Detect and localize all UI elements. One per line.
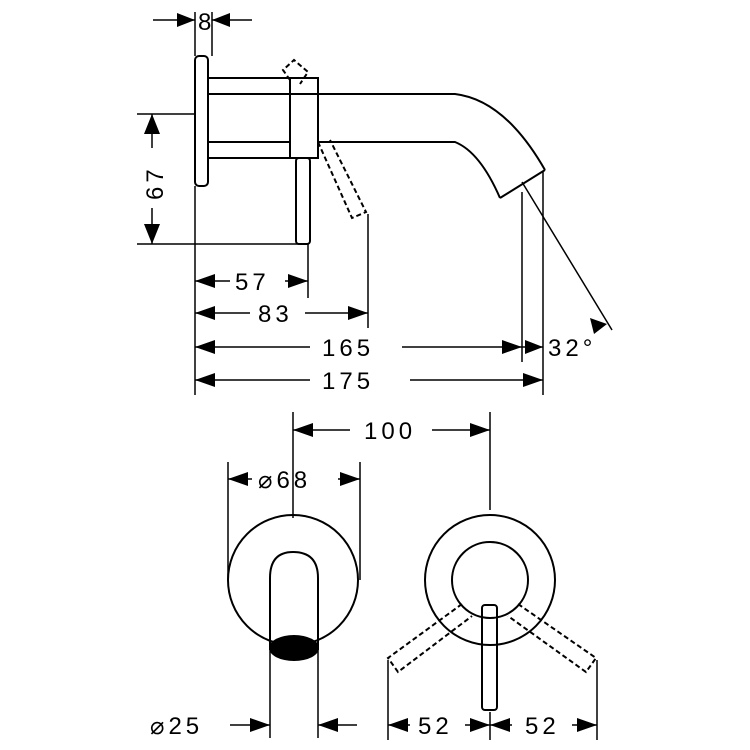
dim-spout-reach-total: 175	[195, 368, 543, 395]
dim-lever-offset-label: 57	[235, 269, 270, 296]
dim-rosette-depth: 8	[153, 9, 252, 56]
side-extension-lines	[194, 172, 613, 395]
front-view-spout	[227, 514, 359, 738]
lever-diagonal-dashed	[317, 139, 368, 220]
spout-front-body	[269, 550, 319, 650]
mixer-rosette	[424, 514, 556, 646]
dim-lever-offset: 57	[195, 269, 308, 296]
dim-spout-reach-inner: 165	[195, 335, 522, 362]
dim-rosette-diameter: ⌀68	[227, 462, 361, 580]
lever-down	[295, 157, 311, 245]
dim-height: 67	[137, 113, 300, 245]
dim-center-distance: 100	[292, 412, 491, 518]
lever-center	[481, 604, 498, 711]
dim-spout-reach-total-label: 175	[322, 368, 374, 395]
dim-rosette-diameter-label: ⌀68	[258, 467, 311, 494]
spout-rosette	[227, 514, 359, 646]
dim-lever-reach: 83	[195, 301, 368, 328]
dim-spout-diameter: ⌀25	[150, 713, 357, 740]
dim-center-distance-label: 100	[364, 418, 416, 445]
dim-spout-reach-inner-label: 165	[322, 335, 374, 362]
dim-height-label: 67	[142, 165, 169, 200]
dim-spout-angle: 32°	[522, 318, 607, 362]
spout-top-edge	[208, 93, 546, 171]
dim-lever-swing-right: 52	[490, 713, 597, 740]
dim-spout-diameter-label: ⌀25	[150, 713, 203, 740]
dim-rosette-depth-label: 8	[198, 9, 215, 36]
front-view-mixer	[386, 514, 598, 740]
dim-lever-swing-left: 52	[388, 713, 490, 740]
lever-left-dashed	[386, 603, 473, 674]
mixer-housing	[289, 77, 319, 159]
spout-outlet-aerator	[269, 635, 319, 661]
lever-up-dashed	[281, 58, 310, 85]
side-view	[194, 55, 546, 245]
spout-bottom-edge	[318, 141, 501, 199]
dim-lever-swing-right-label: 52	[525, 713, 560, 740]
wall-rosette-plate	[194, 55, 209, 187]
lever-right-dashed	[507, 603, 598, 674]
dim-lever-swing-left-label: 52	[418, 713, 453, 740]
mixer-cartridge-cover	[451, 541, 529, 619]
dim-spout-angle-label: 32°	[548, 335, 596, 362]
dim-lever-reach-label: 83	[258, 301, 293, 328]
